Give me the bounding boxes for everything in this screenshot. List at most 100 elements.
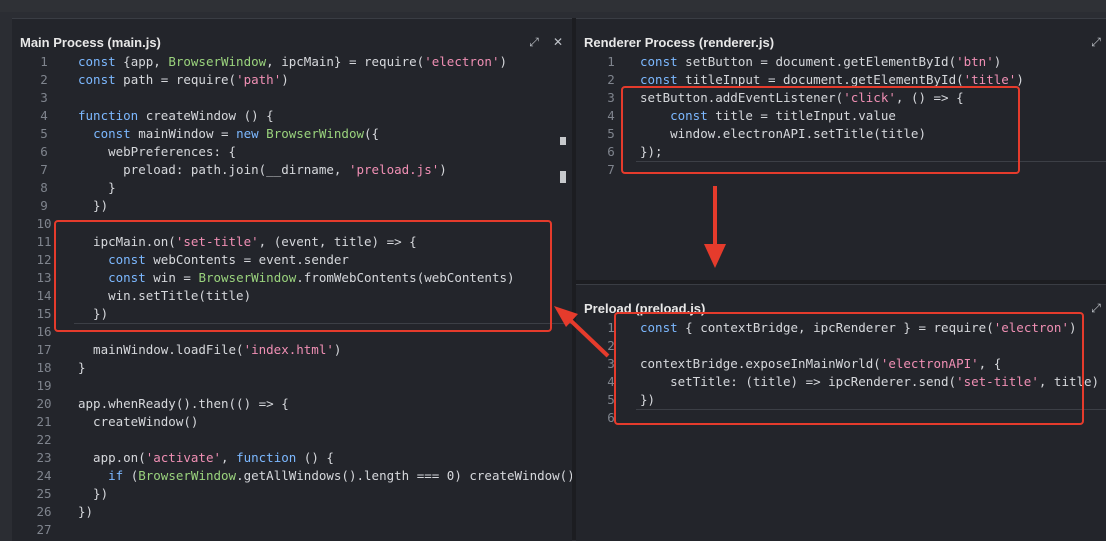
code-line[interactable]: 19 [12,377,572,395]
code-token: createWindow () { [138,108,274,123]
expand-icon[interactable]: ⤢ [529,35,539,49]
code-line[interactable]: 10 [12,215,572,233]
code-line[interactable]: 11 ipcMain.on('set-title', (event, title… [12,233,572,251]
code-line[interactable]: 6}); [576,143,1106,161]
line-number: 5 [40,126,48,141]
code-line[interactable]: 22 [12,431,572,449]
scrollbar-marker[interactable] [560,137,566,145]
line-number: 10 [36,216,52,231]
line-number: 6 [607,410,615,425]
code-text: }); [640,143,663,161]
code-token: const [108,252,146,267]
code-token: .fromWebContents(webContents) [296,270,515,285]
code-line[interactable]: 27 [12,521,572,539]
code-editor-renderer[interactable]: 1 const setButton = document.getElementBy… [576,53,1106,281]
code-line[interactable]: 16 [12,323,572,341]
panel-title: Renderer Process (renderer.js) [584,35,775,50]
code-line[interactable]: 6 webPreferences: { [12,143,572,161]
code-token: , () => { [895,90,964,105]
code-line[interactable]: 5 window.electronAPI.setTitle(title) [576,125,1106,143]
code-token: }) [78,504,94,519]
code-token: , [221,450,237,465]
code-line[interactable]: 3 [12,89,572,107]
code-line[interactable]: 15 }) [12,305,572,323]
code-line[interactable]: 4 setTitle: (title) => ipcRenderer.send(… [576,373,1106,391]
code-token [78,126,93,141]
code-text: }) [78,305,108,323]
code-line[interactable]: 23 app.on('activate', function () { [12,449,572,467]
line-number: 11 [36,234,52,249]
code-token: new [236,126,259,141]
code-text: }) [78,503,93,521]
code-token: title = titleInput.value [707,108,896,123]
code-line[interactable]: 1 const setButton = document.getElementBy… [576,53,1106,71]
code-line[interactable]: 7 preload: path.join(__dirname, 'preload… [12,161,572,179]
code-token [78,468,108,483]
code-line[interactable]: 4 const title = titleInput.value [576,107,1106,125]
code-line[interactable]: 5 const mainWindow = new BrowserWindow({ [12,125,572,143]
code-text: const titleInput = document.getElementBy… [640,71,1024,89]
code-line[interactable]: 25 }) [12,485,572,503]
line-number: 22 [36,432,52,447]
code-line[interactable]: 17 mainWindow.loadFile('index.html') [12,341,572,359]
code-text: const setButton = document.getElementByI… [640,53,1001,71]
code-line[interactable]: 6 [576,409,1106,427]
code-line[interactable]: 24 if (BrowserWindow.getAllWindows().len… [12,467,572,485]
code-token: 'set-title' [956,374,1039,389]
code-token: , title) [1038,374,1100,389]
line-number: 12 [36,252,52,267]
expand-icon[interactable]: ⤢ [1091,301,1101,315]
code-text: const title = titleInput.value [640,107,896,125]
code-token: }) [640,392,656,407]
panel-divider[interactable] [572,18,576,540]
code-token: const [670,108,708,123]
panel-title: Main Process (main.js) [20,35,161,50]
line-number: 1 [607,54,615,69]
code-line[interactable]: 7 [576,161,1106,179]
code-line[interactable]: 21 createWindow() [12,413,572,431]
scrollbar-marker[interactable] [560,171,566,183]
close-icon[interactable]: ✕ [552,35,564,49]
code-text: } [78,179,116,197]
code-token: BrowserWindow [168,54,267,69]
code-line[interactable]: 13 const win = BrowserWindow.fromWebCont… [12,269,572,287]
code-token: , { [978,356,1002,371]
highlight-box-renderer [621,86,1020,174]
code-token: }) [78,198,109,213]
code-token: ) [281,72,289,87]
code-token: 'path' [236,72,282,87]
line-number: 16 [36,324,52,339]
code-line[interactable]: 8 } [12,179,572,197]
panel-header: Preload (preload.js) ⤢ [576,285,1106,316]
code-line[interactable]: 14 win.setTitle(title) [12,287,572,305]
code-token: 'index.html' [243,342,334,357]
code-line[interactable]: 18} [12,359,572,377]
current-line-highlight [636,161,1106,162]
code-token: mainWindow.loadFile( [78,342,244,357]
code-line[interactable]: 9 }) [12,197,572,215]
code-token: 'electronAPI' [880,356,979,371]
code-line[interactable]: 12 const webContents = event.sender [12,251,572,269]
code-token: BrowserWindow [198,270,297,285]
code-token: () { [296,450,334,465]
code-token: const [78,72,116,87]
code-line[interactable]: 2 [576,337,1106,355]
panel-divider[interactable] [576,280,1106,284]
code-line[interactable]: 5}) [576,391,1106,409]
code-text: webPreferences: { [78,143,236,161]
line-number: 23 [36,450,52,465]
code-line[interactable]: 26}) [12,503,572,521]
line-number: 2 [607,338,615,353]
expand-icon[interactable]: ⤢ [1091,35,1101,49]
